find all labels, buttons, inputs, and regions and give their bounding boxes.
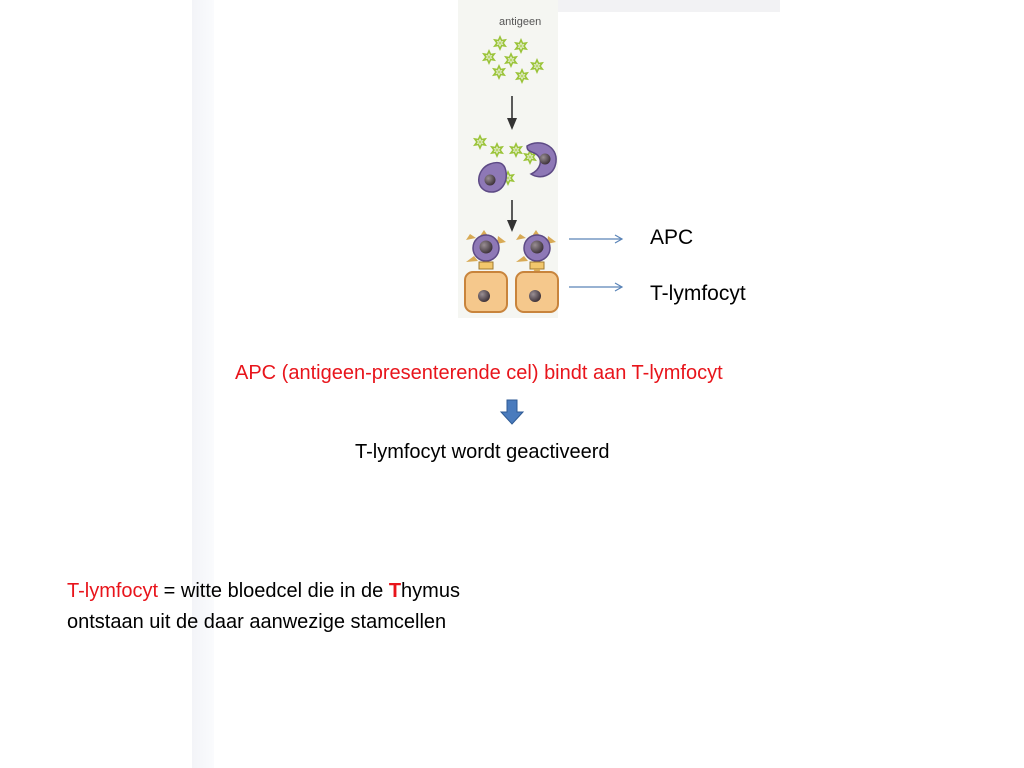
process-arrow-2 bbox=[507, 200, 517, 232]
apc-cell-right bbox=[516, 230, 556, 275]
t-lymfocyt-pointer-arrow bbox=[569, 282, 624, 292]
definition-highlight-letter: T bbox=[388, 580, 402, 602]
definition-line-2: ontstaan uit de daar aanwezige stamcelle… bbox=[67, 611, 447, 633]
apc-cell-left bbox=[466, 230, 506, 270]
definition-line-1: T-lymfocyt = witte bloedcel die in de Th… bbox=[67, 576, 460, 607]
t-lymfocyt-label: T-lymfocyt bbox=[650, 282, 746, 305]
antigen-figure-label: antigeen bbox=[499, 16, 542, 28]
apc-label: APC bbox=[650, 226, 694, 249]
scan-edge-strip bbox=[192, 0, 214, 768]
binding-caption: APC (antigeen-presenterende cel) bindt a… bbox=[235, 362, 723, 384]
definition-text-2: hymus bbox=[401, 580, 460, 602]
down-arrow-icon bbox=[499, 399, 525, 425]
apc-cell-engulfing-right bbox=[526, 142, 557, 178]
process-arrow-1 bbox=[507, 96, 517, 130]
definition-block: T-lymfocyt = witte bloedcel die in de Th… bbox=[67, 576, 460, 638]
definition-term: T-lymfocyt bbox=[67, 580, 159, 602]
apc-cell-engulfing-left bbox=[478, 161, 507, 193]
t-lymfocyt-cell-right bbox=[515, 271, 559, 313]
t-lymfocyt-cell-left bbox=[464, 271, 508, 313]
antigen-cluster bbox=[482, 36, 544, 83]
activation-caption: T-lymfocyt wordt geactiveerd bbox=[355, 441, 610, 463]
definition-text-1: = witte bloedcel die in de bbox=[158, 580, 389, 602]
apc-pointer-arrow bbox=[569, 234, 624, 244]
